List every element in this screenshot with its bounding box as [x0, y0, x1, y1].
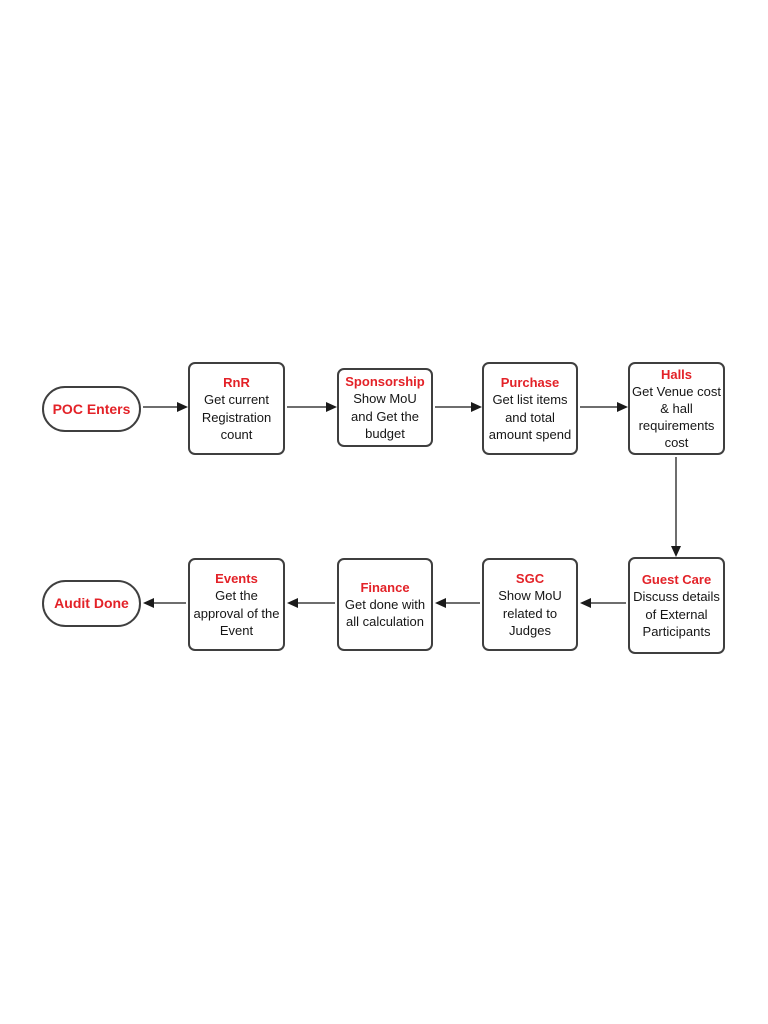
arrow-events-to-audit-line — [154, 602, 186, 604]
arrow-poc-to-rnr-line — [143, 406, 178, 408]
arrow-rnr-to-sponsorship-head-icon — [326, 402, 337, 412]
arrow-sponsorship-to-purchase-head-icon — [471, 402, 482, 412]
arrow-purchase-to-halls-head-icon — [617, 402, 628, 412]
node-purchase-title: Purchase — [500, 375, 560, 391]
arrow-finance-to-events-head-icon — [287, 598, 298, 608]
node-audit-done-label: Audit Done — [54, 595, 129, 612]
node-finance-description: Get done with all calculation — [344, 596, 426, 630]
arrow-rnr-to-sponsorship-line — [287, 406, 327, 408]
node-finance: Finance Get done with all calculation — [337, 558, 433, 651]
arrow-poc-to-rnr-head-icon — [177, 402, 188, 412]
arrow-halls-to-guest-care-head-icon — [671, 546, 681, 557]
node-sgc: SGC Show MoU related to Judges — [482, 558, 578, 651]
node-guest-care-title: Guest Care — [641, 572, 712, 588]
node-sponsorship: Sponsorship Show MoU and Get the budget — [337, 368, 433, 447]
arrow-guest-care-to-sgc-head-icon — [580, 598, 591, 608]
node-halls-title: Halls — [660, 366, 693, 382]
node-halls: Halls Get Venue cost & hall requirements… — [628, 362, 725, 455]
node-events-title: Events — [215, 571, 258, 587]
node-finance-title: Finance — [360, 579, 410, 595]
node-sponsorship-title: Sponsorship — [345, 374, 425, 390]
node-purchase-description: Get list items and total amount spend — [488, 392, 572, 442]
arrow-sponsorship-to-purchase-line — [435, 406, 472, 408]
node-poc-enters: POC Enters — [42, 386, 141, 432]
node-audit-done: Audit Done — [42, 580, 141, 627]
node-sgc-title: SGC — [515, 571, 545, 587]
node-rnr-description: Get current Registration count — [201, 392, 272, 442]
arrow-halls-to-guest-care-line — [675, 457, 677, 547]
node-rnr: RnR Get current Registration count — [188, 362, 285, 455]
arrow-events-to-audit-head-icon — [143, 598, 154, 608]
node-sponsorship-description: Show MoU and Get the budget — [351, 391, 419, 441]
arrow-purchase-to-halls-line — [580, 406, 618, 408]
arrow-sgc-to-finance-line — [444, 602, 480, 604]
node-guest-care-description: Discuss details of External Participants — [633, 589, 720, 639]
node-purchase: Purchase Get list items and total amount… — [482, 362, 578, 455]
node-events-description: Get the approval of the Event — [193, 588, 280, 638]
arrow-finance-to-events-line — [298, 602, 335, 604]
node-events: Events Get the approval of the Event — [188, 558, 285, 651]
node-halls-description: Get Venue cost & hall requirements cost — [632, 383, 721, 451]
node-sgc-description: Show MoU related to Judges — [498, 588, 562, 638]
arrow-sgc-to-finance-head-icon — [435, 598, 446, 608]
arrow-guest-care-to-sgc-line — [590, 602, 626, 604]
node-guest-care: Guest Care Discuss details of External P… — [628, 557, 725, 654]
node-poc-enters-label: POC Enters — [52, 400, 131, 417]
node-rnr-title: RnR — [223, 375, 250, 391]
